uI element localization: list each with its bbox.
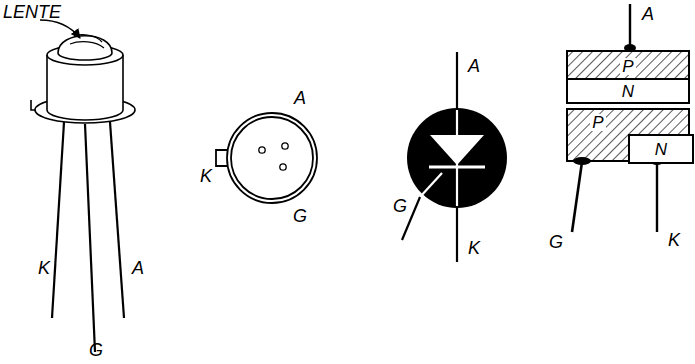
layer-letter: N: [620, 83, 636, 100]
pin-label: K: [668, 231, 680, 249]
component-body: [31, 35, 135, 123]
layer-letter: P: [620, 58, 635, 75]
component-leads: [52, 122, 124, 352]
layer-box: P: [566, 50, 690, 80]
pin-label: G: [89, 341, 103, 359]
pin-label: G: [393, 197, 407, 215]
pin-label: A: [294, 89, 306, 107]
part-label: LENTE: [3, 3, 61, 21]
bottom-view: [216, 113, 317, 203]
pin-label: A: [132, 259, 144, 277]
pin-label: K: [38, 259, 50, 277]
pin-label: G: [549, 233, 563, 251]
layer-box: PN: [566, 108, 690, 162]
pin-label: A: [642, 5, 654, 23]
layer-box: N: [566, 78, 690, 104]
pin-label: K: [468, 239, 480, 257]
layer-letter: P: [590, 114, 605, 131]
pin-label: A: [468, 57, 480, 75]
layer-letter: N: [653, 141, 669, 158]
scr-symbol: [402, 52, 507, 262]
layer-structure: [566, 4, 690, 232]
leader-arrow: [40, 20, 80, 38]
pin-label: G: [293, 207, 307, 225]
inset-layer-box: N: [628, 134, 694, 164]
pin-label: K: [200, 167, 212, 185]
